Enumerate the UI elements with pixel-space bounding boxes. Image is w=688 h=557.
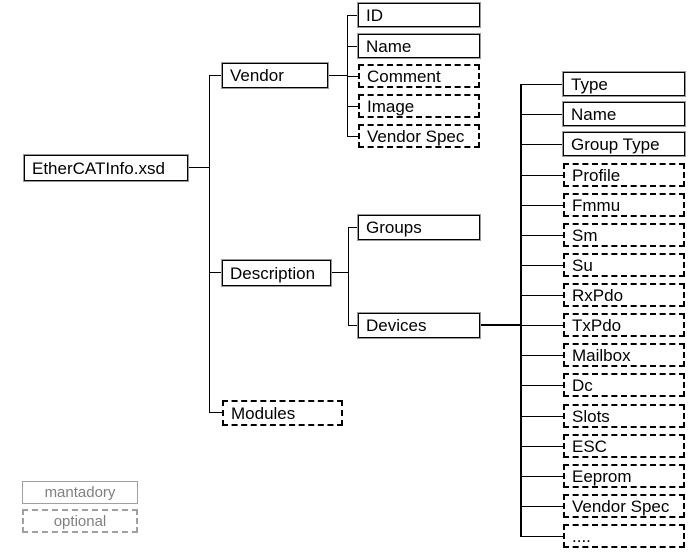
node-label: Groups bbox=[366, 218, 422, 237]
edge-description-stub bbox=[331, 272, 349, 273]
node-device-type[interactable]: Type bbox=[563, 72, 685, 96]
edge-devices-stub bbox=[480, 324, 521, 326]
node-vendor-id[interactable]: ID bbox=[358, 3, 480, 27]
node-label: Mailbox bbox=[572, 345, 631, 365]
node-label: Comment bbox=[367, 66, 441, 86]
node-label: EtherCATInfo.xsd bbox=[32, 158, 165, 178]
edge-devices-to-txpdo bbox=[521, 325, 563, 326]
node-label: ESC bbox=[572, 436, 607, 456]
edge-devices-to-name bbox=[521, 114, 563, 115]
edge-vendor-to-vendorspec bbox=[347, 136, 358, 137]
edge-vendor-to-comment bbox=[347, 76, 358, 77]
node-label: Type bbox=[571, 74, 608, 94]
node-label: Group Type bbox=[571, 134, 660, 154]
node-device-sm[interactable]: Sm bbox=[563, 223, 685, 247]
edge-root-stub bbox=[188, 167, 210, 168]
node-label: ID bbox=[366, 5, 383, 25]
edge-devices-to-rxpdo bbox=[521, 295, 563, 296]
node-device-mailbox[interactable]: Mailbox bbox=[563, 343, 685, 367]
node-label: Sm bbox=[572, 225, 598, 245]
edge-devices-to-mailbox bbox=[521, 355, 563, 356]
edge-root-to-vendor bbox=[209, 75, 222, 76]
node-label: Devices bbox=[366, 316, 427, 335]
edge-devices-trunk bbox=[520, 84, 522, 537]
edge-description-to-devices bbox=[348, 325, 358, 326]
node-label: Vendor Spec bbox=[367, 126, 465, 146]
node-vendor[interactable]: Vendor bbox=[222, 63, 328, 88]
node-device-eeprom[interactable]: Eeprom bbox=[563, 464, 685, 488]
legend-mandatory: mantadory bbox=[22, 481, 138, 504]
legend-label: mantadory bbox=[44, 484, 116, 501]
node-label: Slots bbox=[572, 406, 610, 426]
edge-root-to-modules bbox=[209, 412, 222, 413]
node-label: Name bbox=[366, 36, 412, 56]
edge-devices-to-fmmu bbox=[521, 205, 563, 206]
node-label: Profile bbox=[572, 165, 621, 185]
edge-devices-to-grouptype bbox=[521, 144, 563, 145]
edge-devices-to-su bbox=[521, 265, 563, 266]
node-device-fmmu[interactable]: Fmmu bbox=[563, 193, 685, 217]
edge-description-to-groups bbox=[348, 227, 358, 228]
node-label: Dc bbox=[572, 375, 593, 395]
edge-devices-to-ellipsis bbox=[521, 536, 563, 537]
node-description[interactable]: Description bbox=[222, 260, 331, 286]
edge-root-trunk bbox=[209, 75, 210, 413]
node-device-name[interactable]: Name bbox=[563, 102, 685, 126]
node-label: Image bbox=[367, 96, 415, 116]
node-label: Fmmu bbox=[572, 195, 621, 215]
edge-devices-to-vendorspec bbox=[521, 506, 563, 507]
edge-description-trunk bbox=[348, 227, 349, 326]
edge-root-to-description bbox=[209, 272, 222, 273]
edge-devices-to-dc bbox=[521, 385, 563, 386]
node-groups[interactable]: Groups bbox=[358, 215, 480, 240]
node-label: Eeprom bbox=[572, 466, 632, 486]
legend-optional: optional bbox=[22, 509, 138, 533]
node-label: TxPdo bbox=[572, 315, 622, 335]
edge-devices-to-eeprom bbox=[521, 476, 563, 477]
node-device-ellipsis[interactable]: .... bbox=[563, 524, 685, 548]
node-label: Vendor Spec bbox=[572, 496, 670, 516]
edge-vendor-stub bbox=[328, 75, 348, 76]
node-device-profile[interactable]: Profile bbox=[563, 163, 685, 187]
legend-label: optional bbox=[53, 512, 107, 530]
node-device-vendor-spec[interactable]: Vendor Spec bbox=[563, 494, 685, 518]
node-label: Su bbox=[572, 255, 593, 275]
node-label: Name bbox=[571, 104, 617, 124]
edge-vendor-to-name bbox=[347, 46, 358, 47]
edge-vendor-to-id bbox=[347, 15, 358, 16]
node-device-dc[interactable]: Dc bbox=[563, 373, 685, 397]
node-modules[interactable]: Modules bbox=[222, 400, 343, 426]
edge-devices-to-type bbox=[521, 84, 563, 85]
node-root[interactable]: EtherCATInfo.xsd bbox=[24, 155, 188, 181]
edge-devices-to-sm bbox=[521, 235, 563, 236]
node-device-rxpdo[interactable]: RxPdo bbox=[563, 283, 685, 307]
node-device-esc[interactable]: ESC bbox=[563, 434, 685, 458]
edge-devices-to-slots bbox=[521, 416, 563, 417]
edge-vendor-to-image bbox=[347, 106, 358, 107]
node-vendor-vendor-spec[interactable]: Vendor Spec bbox=[358, 124, 480, 148]
node-device-slots[interactable]: Slots bbox=[563, 404, 685, 428]
node-label: Description bbox=[230, 263, 316, 283]
node-devices[interactable]: Devices bbox=[358, 313, 480, 338]
node-label: RxPdo bbox=[572, 285, 624, 305]
node-vendor-image[interactable]: Image bbox=[358, 94, 480, 118]
node-vendor-comment[interactable]: Comment bbox=[358, 64, 480, 88]
edge-devices-to-profile bbox=[521, 175, 563, 176]
node-vendor-name[interactable]: Name bbox=[358, 34, 480, 58]
node-label: Modules bbox=[231, 403, 296, 423]
node-device-txpdo[interactable]: TxPdo bbox=[563, 313, 685, 337]
node-label: .... bbox=[572, 526, 591, 546]
edge-devices-to-esc bbox=[521, 446, 563, 447]
node-device-group-type[interactable]: Group Type bbox=[563, 132, 685, 156]
node-device-su[interactable]: Su bbox=[563, 253, 685, 277]
node-label: Vendor bbox=[230, 66, 284, 85]
